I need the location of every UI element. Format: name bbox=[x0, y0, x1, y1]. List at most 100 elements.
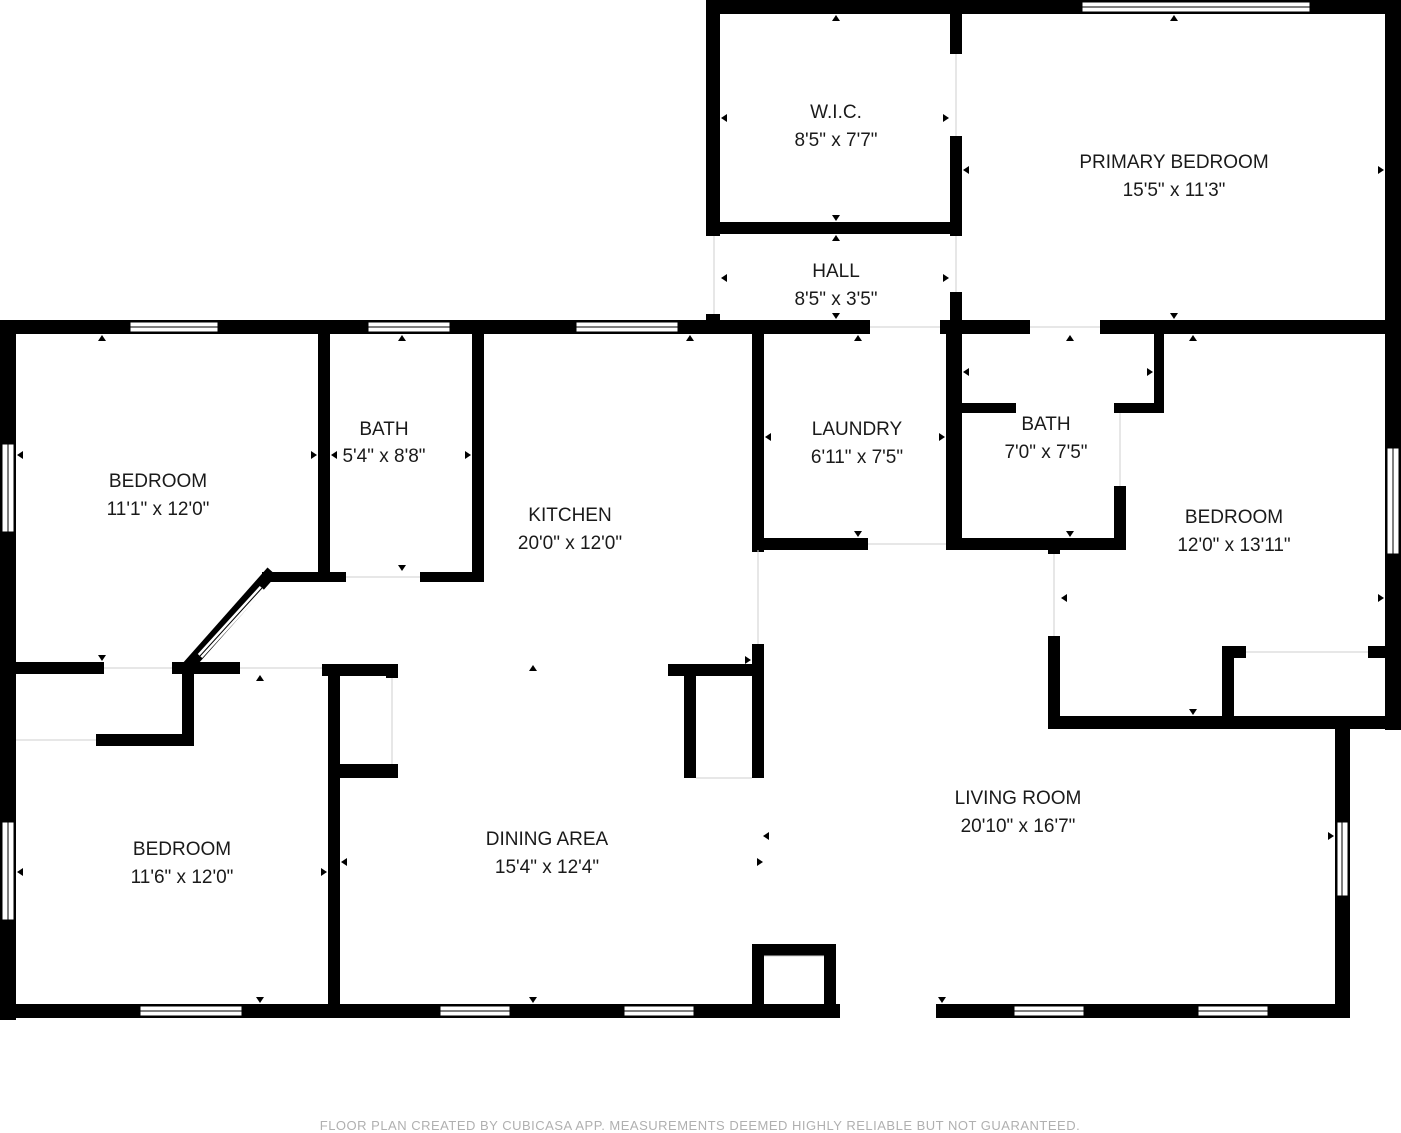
wall bbox=[420, 572, 484, 582]
marker-arrow bbox=[943, 114, 949, 122]
window bbox=[1336, 821, 1349, 897]
dimension-markers bbox=[17, 15, 1384, 1003]
wall bbox=[1385, 0, 1401, 330]
room-primary-bedroom: PRIMARY BEDROOM 15'5" x 11'3" bbox=[1079, 152, 1268, 201]
marker-arrow bbox=[763, 832, 769, 840]
footer-disclaimer: FLOOR PLAN CREATED BY CUBICASA APP. MEAS… bbox=[320, 1118, 1080, 1133]
wall bbox=[940, 320, 1030, 334]
marker-arrow bbox=[1378, 166, 1384, 174]
room-bedroom-sw: BEDROOM 11'6" x 12'0" bbox=[131, 839, 234, 888]
marker-arrow bbox=[529, 997, 537, 1003]
marker-arrow bbox=[1170, 15, 1178, 21]
wall bbox=[946, 538, 1126, 550]
wall bbox=[752, 944, 836, 956]
wall bbox=[706, 0, 720, 236]
wall bbox=[1222, 646, 1234, 729]
wall bbox=[0, 662, 104, 674]
wall bbox=[668, 664, 764, 676]
marker-arrow bbox=[721, 114, 727, 122]
marker-arrow bbox=[938, 997, 946, 1003]
wall bbox=[752, 538, 868, 550]
marker-arrow bbox=[398, 565, 406, 571]
marker-arrow bbox=[1066, 531, 1074, 537]
window bbox=[1081, 1, 1311, 13]
room-dimensions: 11'6" x 12'0" bbox=[131, 867, 234, 888]
room-dining: DINING AREA 15'4" x 12'4" bbox=[486, 829, 609, 878]
wall bbox=[336, 764, 398, 778]
marker-arrow bbox=[529, 665, 537, 671]
wall bbox=[1154, 320, 1164, 413]
wall bbox=[950, 14, 962, 54]
wall bbox=[472, 320, 484, 582]
room-dimensions: 8'5" x 3'5" bbox=[794, 289, 877, 310]
marker-arrow bbox=[465, 451, 471, 459]
wall bbox=[946, 320, 962, 550]
marker-arrow bbox=[341, 858, 347, 866]
marker-arrow bbox=[1378, 594, 1384, 602]
windows bbox=[1, 1, 1400, 1017]
marker-arrow bbox=[398, 335, 406, 341]
wall bbox=[0, 1004, 840, 1018]
room-name: BATH bbox=[359, 419, 408, 440]
marker-arrow bbox=[256, 675, 264, 681]
room-dimensions: 8'5" x 7'7" bbox=[794, 130, 877, 151]
room-hall: HALL 8'5" x 3'5" bbox=[794, 261, 877, 310]
wall bbox=[936, 1004, 1350, 1018]
marker-arrow bbox=[1147, 368, 1153, 376]
marker-arrow bbox=[963, 166, 969, 174]
window bbox=[129, 321, 219, 333]
window bbox=[1013, 1005, 1085, 1017]
wall bbox=[1368, 646, 1401, 658]
room-name: LIVING ROOM bbox=[955, 788, 1082, 809]
marker-arrow bbox=[832, 313, 840, 319]
wall bbox=[318, 320, 330, 582]
wall bbox=[322, 664, 398, 676]
marker-arrow bbox=[963, 368, 969, 376]
marker-arrow bbox=[854, 335, 862, 341]
window bbox=[439, 1005, 511, 1017]
room-name: BEDROOM bbox=[1185, 507, 1283, 528]
window bbox=[367, 321, 451, 333]
wall bbox=[386, 664, 398, 678]
room-dimensions: 12'0" x 13'11" bbox=[1177, 535, 1290, 556]
window bbox=[1386, 447, 1400, 555]
wall bbox=[824, 944, 836, 1018]
wall bbox=[706, 222, 962, 234]
room-dimensions: 15'4" x 12'4" bbox=[495, 857, 599, 878]
wall bbox=[182, 662, 194, 746]
marker-arrow bbox=[721, 274, 727, 282]
wall bbox=[962, 403, 1016, 413]
marker-arrow bbox=[311, 451, 317, 459]
room-dimensions: 15'5" x 11'3" bbox=[1123, 180, 1226, 201]
wall bbox=[752, 320, 764, 552]
marker-arrow bbox=[1189, 335, 1197, 341]
room-living: LIVING ROOM 20'10" x 16'7" bbox=[955, 788, 1082, 837]
marker-arrow bbox=[745, 656, 751, 664]
room-name: LAUNDRY bbox=[812, 419, 903, 440]
room-kitchen: KITCHEN 20'0" x 12'0" bbox=[518, 505, 622, 554]
room-bath-west: BATH 5'4" x 8'8" bbox=[342, 419, 425, 467]
door-openings bbox=[16, 54, 1368, 957]
wall bbox=[1048, 538, 1060, 554]
wall bbox=[328, 664, 340, 1018]
marker-arrow bbox=[939, 433, 945, 441]
room-wic: W.I.C. 8'5" x 7'7" bbox=[794, 102, 877, 151]
marker-arrow bbox=[321, 868, 327, 876]
room-name: W.I.C. bbox=[810, 102, 862, 123]
marker-arrow bbox=[1328, 832, 1334, 840]
room-bath-east: BATH 7'0" x 7'5" bbox=[1004, 414, 1087, 463]
marker-arrow bbox=[98, 335, 106, 341]
marker-arrow bbox=[17, 868, 23, 876]
wall bbox=[1048, 636, 1060, 729]
marker-arrow bbox=[256, 997, 264, 1003]
room-dimensions: 6'11" x 7'5" bbox=[811, 447, 903, 468]
marker-arrow bbox=[1061, 594, 1067, 602]
room-name: PRIMARY BEDROOM bbox=[1079, 152, 1268, 173]
marker-arrow bbox=[832, 235, 840, 241]
room-dimensions: 20'0" x 12'0" bbox=[518, 533, 622, 554]
room-bedroom-east: BEDROOM 12'0" x 13'11" bbox=[1177, 507, 1290, 556]
window bbox=[1, 443, 15, 533]
room-bedroom-nw: BEDROOM 11'1" x 12'0" bbox=[107, 471, 210, 520]
marker-arrow bbox=[854, 531, 862, 537]
